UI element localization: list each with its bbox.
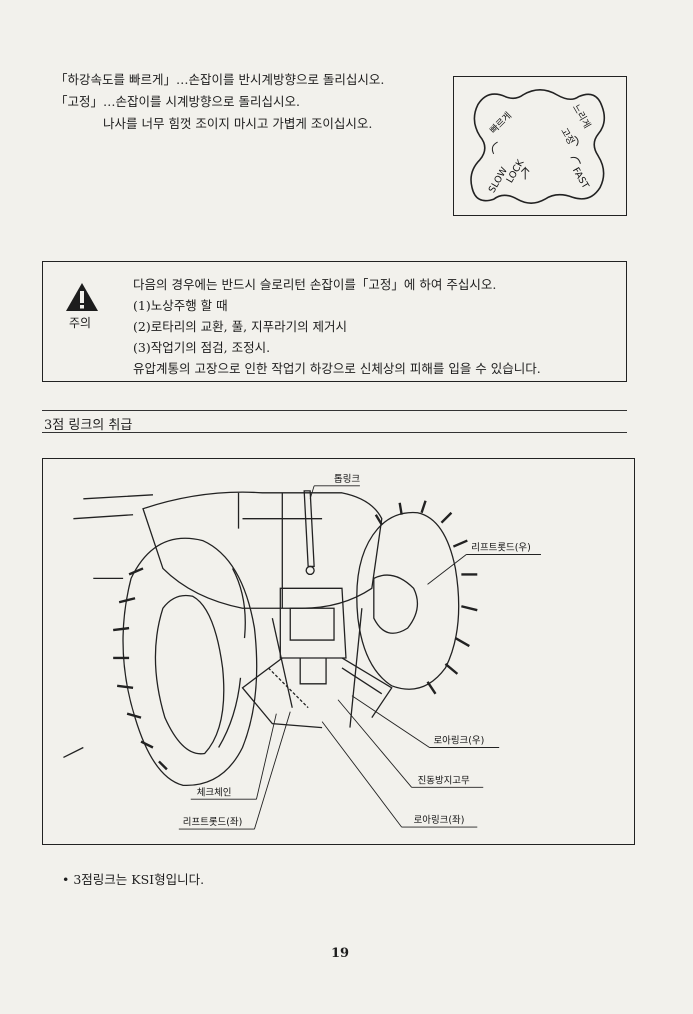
tractor-rear-illustration: 톱링크 리프트롯드(우) 로아링크(우) 진동방지고무 로아링크(좌) 체크체인…	[63, 473, 541, 830]
caution-line-1: 다음의 경우에는 반드시 슬로리턴 손잡이를「고정」에 하여 주십시오.	[133, 277, 497, 292]
caution-box: 주의 다음의 경우에는 반드시 슬로리턴 손잡이를「고정」에 하여 주십시오. …	[42, 261, 627, 382]
label-lower-link-left: 로아링크(좌)	[414, 814, 465, 826]
lift-rod-right	[349, 608, 363, 728]
fast-curve-arrow-icon	[570, 156, 581, 164]
knob-label-slow-kr: 느리게	[570, 103, 592, 131]
warning-icon	[66, 283, 98, 311]
knob-shape	[470, 89, 606, 204]
knob-label-fast-kr: 빠르게	[488, 110, 514, 136]
caution-line-4: (3)작업기의 점검, 조정시.	[133, 340, 271, 355]
knob-label-lock-kr: 고정	[558, 126, 576, 146]
knob-drawing: 빠르게 느리게 고정 SLOW LOCK FAST	[470, 89, 606, 204]
intro-text: 「하강속도를 빠르게」…손잡이를 반시계방향으로 돌리십시오. 「고정」…손잡이…	[55, 69, 435, 135]
label-anti-sway-rubber: 진동방지고무	[418, 775, 470, 786]
section-rule-bottom	[42, 432, 627, 433]
caution-label: 주의	[69, 316, 92, 330]
slow-return-knob-illustration: 빠르게 느리게 고정 SLOW LOCK FAST	[453, 76, 627, 216]
label-check-chain: 체크체인	[197, 787, 232, 798]
down-arrow-icon	[520, 166, 530, 180]
page-number: 19	[331, 946, 350, 961]
caution-line-3: (2)로타리의 교환, 풀, 지푸라기의 제거시	[133, 319, 348, 334]
caution-line-2: (1)노상주행 할 때	[133, 298, 228, 313]
knob-label-fast-en: FAST	[570, 166, 591, 191]
lock-arrow-icon	[574, 135, 579, 147]
lower-link-left	[241, 657, 323, 729]
lift-rod-left	[271, 618, 293, 708]
label-lift-rod-left: 리프트롯드(좌)	[183, 817, 242, 828]
intro-line-3: 나사를 너무 힘껏 조이지 마시고 가볍게 조이십시오.	[103, 116, 373, 131]
tractor-body	[142, 491, 383, 609]
label-lift-rod-right: 리프트롯드(우)	[471, 543, 530, 554]
fast-arrow-icon	[491, 141, 498, 155]
intro-line-1: 「하강속도를 빠르게」…손잡이를 반시계방향으로 돌리십시오.	[55, 72, 385, 87]
label-top-link: 톱링크	[334, 473, 360, 485]
section-title: 3점 링크의 취급	[44, 418, 133, 433]
section-rule-top	[42, 410, 627, 411]
lower-link-right	[341, 657, 393, 719]
caution-text: 다음의 경우에는 반드시 슬로리턴 손잡이를「고정」에 하여 주십시오. (1)…	[133, 274, 541, 379]
label-lower-link-right: 로아링크(우)	[434, 735, 485, 747]
caution-line-5: 유압계통의 고장으로 인한 작업기 하강으로 신체상의 피해를 입을 수 있습니…	[133, 361, 541, 376]
link-type-note: • 3점링크는 KSI형입니다.	[62, 872, 205, 887]
right-rear-tire	[356, 511, 460, 690]
left-rear-tire	[122, 537, 258, 786]
intro-line-2: 「고정」…손잡이를 시계방향으로 돌리십시오.	[55, 94, 300, 109]
top-link	[303, 490, 315, 568]
three-point-link-figure: 톱링크 리프트롯드(우) 로아링크(우) 진동방지고무 로아링크(좌) 체크체인…	[42, 458, 635, 845]
